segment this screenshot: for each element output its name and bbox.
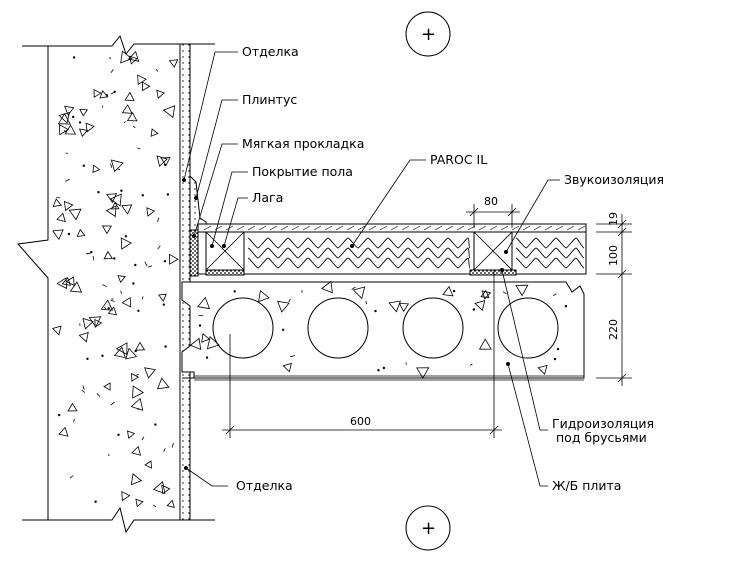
joist-right [469, 231, 517, 276]
label-finish-bottom: Отделка [236, 478, 293, 493]
dimension-insulation-value: 100 [607, 245, 620, 266]
dimension-bar-width-value: 80 [484, 195, 498, 208]
label-finish-top: Отделка [242, 44, 299, 59]
insulation-paroc [197, 231, 587, 275]
slab-void-2 [307, 297, 369, 359]
dimension-bar-width [466, 204, 520, 228]
slab-void-1 [212, 297, 274, 359]
label-rc-slab: Ж/Б плита [552, 478, 621, 493]
dimension-covering-value: 19 [607, 212, 620, 226]
slab-aggregate-hatch [189, 280, 568, 379]
floor-covering [197, 223, 587, 233]
label-floor-covering: Покрытие пола [252, 164, 353, 179]
joist-left [205, 231, 245, 276]
label-insulation: PAROC IL [430, 152, 487, 167]
label-soft-gasket: Мягкая прокладка [242, 136, 364, 151]
axis-marker-bottom: + [405, 505, 451, 551]
axis-marker-bottom-symbol: + [421, 518, 436, 539]
dimension-joist-spacing [222, 270, 502, 438]
label-joist: Лага [252, 190, 283, 205]
dimension-vertical-chain [596, 214, 632, 386]
rc-slab [181, 280, 585, 381]
dimension-slab-value: 220 [607, 319, 620, 340]
label-sound-insulation: Звукоизоляция [564, 172, 664, 187]
label-baseboard: Плинтус [242, 92, 297, 107]
axis-marker-top: + [405, 11, 451, 57]
leader-lines [181, 51, 560, 487]
slab-void-4 [497, 297, 559, 359]
axis-marker-top-symbol: + [421, 24, 436, 45]
wall-aggregate-hatch [51, 50, 179, 508]
label-waterproofing-line2: под брусьями [556, 430, 647, 445]
dimension-joist-spacing-value: 600 [350, 415, 371, 428]
slab-void-3 [402, 297, 464, 359]
label-waterproofing-line1: Гидроизоляция [552, 416, 654, 431]
